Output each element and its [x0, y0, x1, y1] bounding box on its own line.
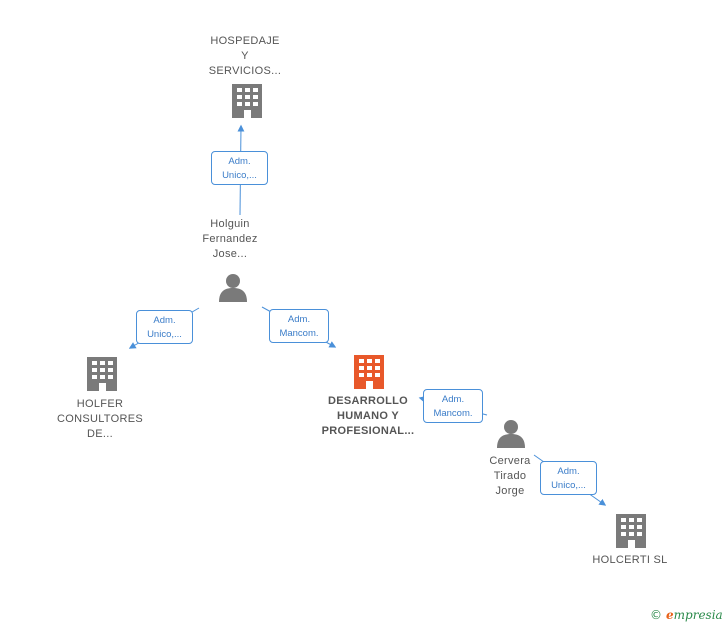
building-icon	[87, 357, 117, 391]
company-holcerti-label[interactable]: HOLCERTI SL	[578, 553, 682, 568]
role-line: Unico,...	[147, 329, 182, 340]
label-line: Jorge	[495, 485, 525, 497]
edges	[128, 124, 607, 506]
label-line: Jose...	[212, 248, 248, 260]
brand-name: mpresia	[673, 608, 723, 622]
building-icon	[232, 84, 262, 118]
brand-initial: e	[666, 608, 674, 622]
company-hospedaje-label[interactable]: HOSPEDAJE Y SERVICIOS...	[195, 34, 295, 79]
person-icon	[497, 420, 525, 448]
role-badge[interactable]: Adm. Mancom.	[269, 309, 329, 343]
role-line: Mancom.	[279, 328, 319, 339]
role-line: Adm.	[441, 394, 465, 405]
label-line: Tirado	[493, 470, 527, 482]
role-line: Adm.	[557, 466, 580, 477]
role-line: Adm.	[228, 156, 251, 167]
company-desarrollo-label[interactable]: DESARROLLO HUMANO Y PROFESIONAL...	[305, 394, 431, 439]
label-line: HOLCERTI SL	[592, 554, 668, 566]
label-line: Fernandez	[202, 233, 258, 245]
person-cervera-label[interactable]: Cervera Tirado Jorge	[470, 454, 550, 499]
label-line: Y	[241, 50, 249, 62]
copyright-icon: ©	[650, 608, 662, 622]
label-line: DE...	[87, 428, 113, 440]
role-line: Mancom.	[433, 408, 473, 419]
building-icon-main	[354, 355, 384, 389]
person-holguin-label[interactable]: Holguin Fernandez Jose...	[180, 217, 280, 262]
person-icon	[219, 274, 247, 302]
role-badge[interactable]: Adm. Unico,...	[136, 310, 193, 344]
label-line: Cervera	[489, 455, 531, 467]
label-line: PROFESIONAL...	[321, 425, 415, 437]
label-line: Holguin	[210, 218, 250, 230]
label-line: CONSULTORES	[56, 413, 144, 425]
label-line: HOLFER	[76, 398, 124, 410]
role-line: Adm.	[287, 314, 311, 325]
role-line: Unico,...	[551, 480, 586, 491]
company-holfer-label[interactable]: HOLFER CONSULTORES DE...	[50, 397, 150, 442]
label-line: HOSPEDAJE	[210, 35, 280, 47]
label-line: HUMANO Y	[336, 410, 400, 422]
label-line: SERVICIOS...	[208, 65, 282, 77]
role-line: Adm.	[153, 315, 176, 326]
label-line: DESARROLLO	[328, 395, 408, 407]
role-badge[interactable]: Adm. Unico,...	[211, 151, 268, 185]
brand-logo: © empresia	[650, 608, 723, 622]
role-line: Unico,...	[222, 170, 257, 181]
building-icon	[616, 514, 646, 548]
role-badge[interactable]: Adm. Mancom.	[423, 389, 483, 423]
role-badge[interactable]: Adm. Unico,...	[540, 461, 597, 495]
